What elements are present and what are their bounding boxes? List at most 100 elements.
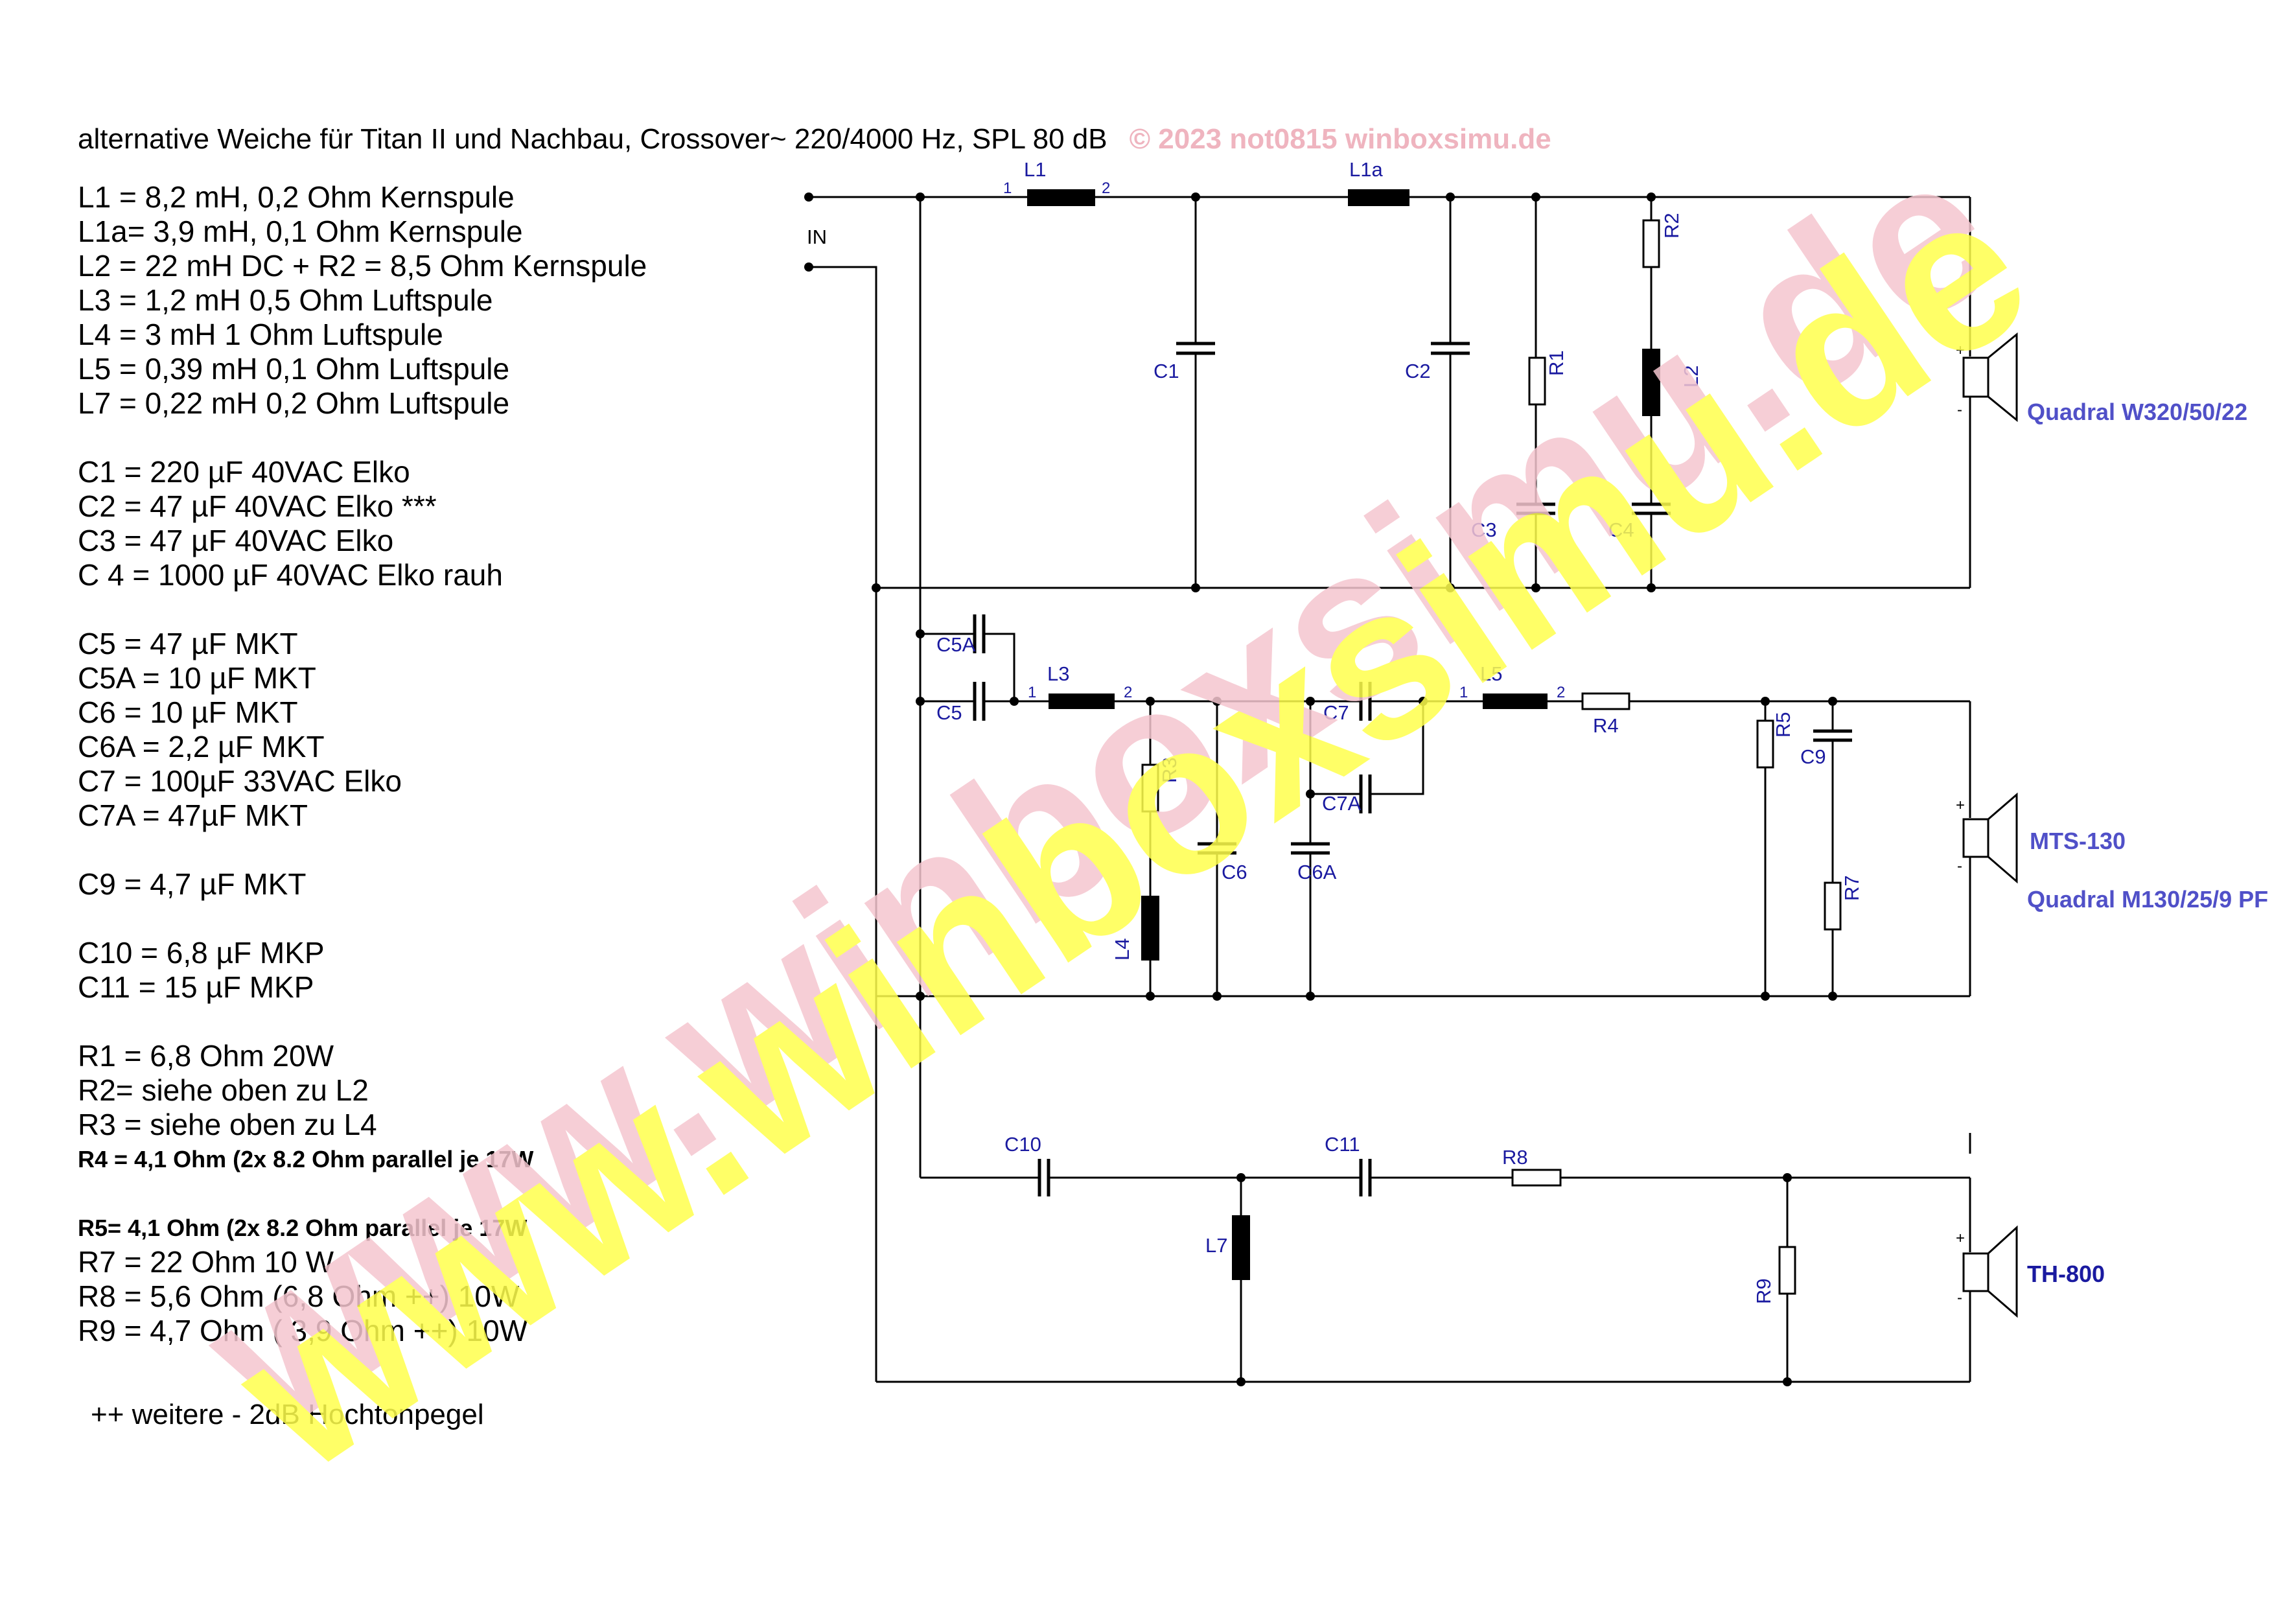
spec-item: C9 = 4,7 µF MKT	[78, 867, 307, 901]
spec-item: L3 = 1,2 mH 0,5 Ohm Luftspule	[78, 283, 493, 317]
tweeter-speaker-icon	[1962, 1225, 2018, 1318]
r9-resistor	[1778, 1246, 1796, 1295]
r7-resistor	[1824, 881, 1842, 931]
pin-label: 2	[1557, 684, 1565, 701]
r5-resistor	[1756, 719, 1774, 769]
copyright-notice: © 2023 not0815 winboxsimu.de	[1129, 123, 1551, 155]
title-text: alternative Weiche für Titan II und Nach…	[78, 123, 1107, 155]
c6a-label: C6A	[1297, 861, 1337, 883]
pin-label: +	[1956, 1229, 1965, 1247]
r2-label: R2	[1660, 213, 1683, 239]
c7a-label: C7A	[1322, 792, 1362, 815]
spec-item: C5 = 47 µF MKT	[78, 627, 298, 660]
r4-label: R4	[1593, 714, 1619, 737]
r1-label: R1	[1545, 350, 1568, 376]
input-label: IN	[807, 226, 827, 248]
l2-label: L2	[1680, 366, 1702, 388]
spec-item: R2= siehe oben zu L2	[78, 1073, 369, 1107]
spec-item: L1 = 8,2 mH, 0,2 Ohm Kernspule	[78, 180, 515, 214]
l1a-label: L1a	[1349, 158, 1383, 181]
spec-item: R3 = siehe oben zu L4	[78, 1108, 377, 1141]
pin-label: +	[1956, 797, 1965, 814]
pin-label: -	[1957, 857, 1962, 875]
spec-item: C6A = 2,2 µF MKT	[78, 730, 325, 763]
l1-inductor	[1027, 189, 1095, 206]
c5a-label: C5A	[936, 633, 976, 656]
r8-label: R8	[1502, 1146, 1528, 1169]
l5-label: L5	[1480, 662, 1502, 685]
l7-label: L7	[1205, 1234, 1227, 1257]
l4-inductor	[1141, 896, 1159, 961]
pin-label: -	[1957, 1289, 1962, 1307]
pin-label: 1	[1003, 180, 1012, 197]
l1a-inductor	[1348, 189, 1409, 206]
r5-label: R5	[1772, 712, 1794, 738]
r1-resistor	[1528, 356, 1546, 406]
tweeter-section: C10 C11 R8 L7 R9 + -	[876, 1133, 2105, 1386]
woofer-label: Quadral W320/50/22	[2027, 399, 2247, 425]
pin-label: 2	[1124, 684, 1132, 701]
footnote: ++ weitere - 2dB Hochtonpegel	[91, 1399, 484, 1430]
c6-label: C6	[1222, 861, 1247, 883]
c3-label: C3	[1471, 519, 1497, 541]
l3-label: L3	[1047, 662, 1069, 685]
c9-label: C9	[1800, 745, 1826, 768]
r7-label: R7	[1840, 875, 1863, 901]
pin-label: 1	[1028, 684, 1036, 701]
pin-label: +	[1956, 342, 1965, 359]
spec-item: C10 = 6,8 µF MKP	[78, 936, 325, 970]
spec-item: L4 = 3 mH 1 Ohm Luftspule	[78, 318, 443, 351]
diagram-title: alternative Weiche für Titan II und Nach…	[78, 123, 1551, 156]
spec-item: R8 = 5,6 Ohm (6,8 Ohm ++) 10W	[78, 1279, 520, 1313]
woofer-speaker-icon	[1962, 332, 2018, 423]
spec-item: L7 = 0,22 mH 0,2 Ohm Luftspule	[78, 386, 510, 420]
midrange-model-label: Quadral M130/25/9 PF	[2027, 886, 2268, 913]
r3-label: R3	[1158, 757, 1181, 783]
spec-item: R7 = 22 Ohm 10 W	[78, 1245, 334, 1279]
l2-inductor	[1642, 349, 1660, 416]
l3-inductor	[1049, 693, 1115, 709]
r2-resistor	[1642, 219, 1660, 268]
spec-item: C5A = 10 µF MKT	[78, 661, 316, 695]
c7-label: C7	[1323, 701, 1349, 724]
pin-label: 2	[1102, 180, 1110, 197]
spec-item: L2 = 22 mH DC + R2 = 8,5 Ohm Kernspule	[78, 249, 647, 283]
spec-item: C7A = 47µF MKT	[78, 798, 308, 832]
c11-label: C11	[1325, 1133, 1360, 1156]
r8-resistor	[1511, 1169, 1562, 1187]
pin-label: -	[1957, 401, 1962, 419]
midrange-section: C5A C5 L3 1 2 C7 C7A L5 1 2 R4	[876, 614, 2268, 1001]
tweeter-label: TH-800	[2027, 1261, 2105, 1287]
spec-item: R9 = 4,7 Ohm ( 3,9 Ohm ++) 10W	[78, 1314, 528, 1347]
watermark: www.winboxsimu.de www.winboxsimu.de	[161, 106, 2067, 1517]
spec-item: C7 = 100µF 33VAC Elko	[78, 764, 402, 798]
watermark-text: www.winboxsimu.de	[194, 145, 2067, 1517]
c2-label: C2	[1405, 360, 1431, 382]
spec-item: R1 = 6,8 Ohm 20W	[78, 1039, 334, 1073]
pin-label: 1	[1459, 684, 1468, 701]
midrange-speaker-icon	[1962, 792, 2018, 884]
c5-label: C5	[936, 701, 962, 724]
woofer-section: L1 1 2 L1a C1 C2 R1 C3 R2	[872, 158, 2247, 592]
c10-label: C10	[1004, 1133, 1041, 1156]
c4-label: C4	[1608, 519, 1634, 541]
spec-item: C6 = 10 µF MKT	[78, 695, 298, 729]
c1-label: C1	[1154, 360, 1179, 382]
spec-item: C 4 = 1000 µF 40VAC Elko rauh	[78, 558, 503, 592]
r9-label: R9	[1752, 1278, 1775, 1304]
spec-item: C3 = 47 µF 40VAC Elko	[78, 524, 394, 557]
r4-resistor	[1581, 692, 1630, 710]
l7-inductor	[1232, 1215, 1250, 1280]
spec-item: C11 = 15 µF MKP	[78, 970, 314, 1004]
spec-item: C2 = 47 µF 40VAC Elko ***	[78, 489, 437, 523]
spec-item: R5= 4,1 Ohm (2x 8.2 Ohm parallel je 17W	[78, 1215, 528, 1241]
spec-item: L1a= 3,9 mH, 0,1 Ohm Kernspule	[78, 215, 523, 248]
l5-inductor	[1483, 693, 1548, 709]
spec-item: L5 = 0,39 mH 0,1 Ohm Luftspule	[78, 352, 510, 386]
spec-item: C1 = 220 µF 40VAC Elko	[78, 455, 410, 489]
component-spec-list: L1 = 8,2 mH, 0,2 Ohm Kernspule L1a= 3,9 …	[78, 180, 647, 1348]
midrange-label: MTS-130	[2030, 828, 2126, 854]
spec-item: R4 = 4,1 Ohm (2x 8.2 Ohm parallel je 17W	[78, 1146, 534, 1172]
l1-label: L1	[1024, 158, 1046, 181]
